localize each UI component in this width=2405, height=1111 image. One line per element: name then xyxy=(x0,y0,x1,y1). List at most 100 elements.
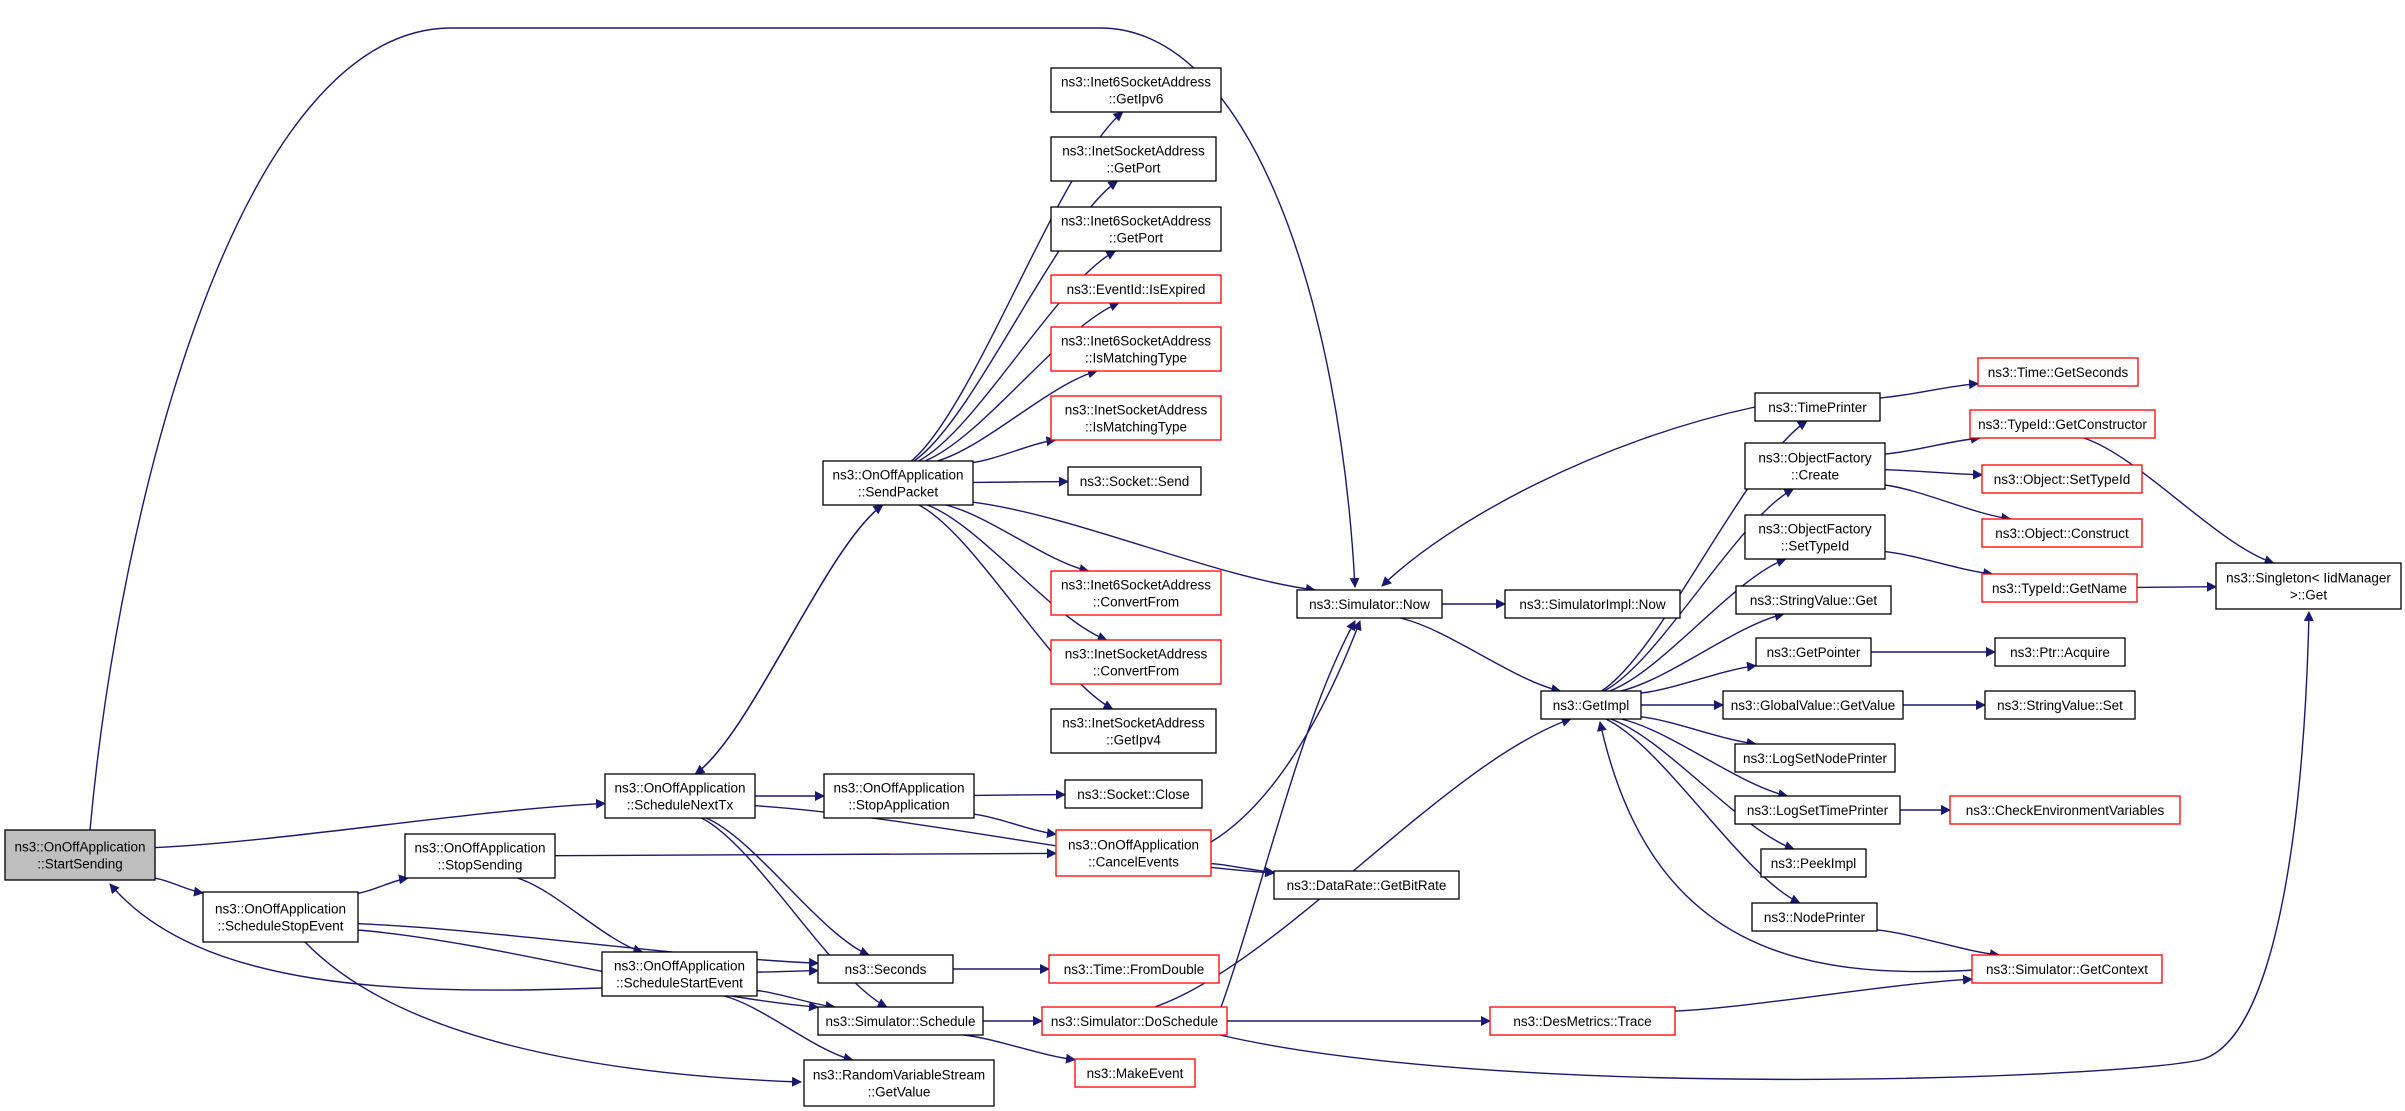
function-node-schedulenexttx[interactable]: ns3::OnOffApplication::ScheduleNextTx xyxy=(604,773,756,819)
call-edge-getimpl-to-logsetnodeprinter xyxy=(1640,716,1757,748)
function-node-inetgetport[interactable]: ns3::InetSocketAddress::GetPort xyxy=(1050,136,1217,182)
node-box xyxy=(1969,409,2156,439)
function-node-simimplnow[interactable]: ns3::SimulatorImpl::Now xyxy=(1504,589,1681,619)
node-label: ::GetIpv4 xyxy=(1106,733,1161,748)
function-node-stringvalueset[interactable]: ns3::StringValue::Set xyxy=(1984,690,2136,720)
node-label: ns3::Seconds xyxy=(845,962,927,977)
node-box xyxy=(1751,902,1878,932)
node-box xyxy=(1994,637,2126,667)
node-box xyxy=(1296,589,1443,619)
node-label: ::IsMatchingType xyxy=(1085,351,1187,366)
function-node-singletonget[interactable]: ns3::Singleton< IidManager >::Get xyxy=(2215,562,2402,610)
call-edge-schedulestopevent-to-stopsending xyxy=(357,874,409,894)
function-node-socketsend[interactable]: ns3::Socket::Send xyxy=(1067,466,1202,496)
function-node-timefromdouble[interactable]: ns3::Time::FromDouble xyxy=(1048,954,1220,984)
call-edge-getimpl-to-peekimpl xyxy=(1610,718,1795,851)
function-node-ptracquire[interactable]: ns3::Ptr::Acquire xyxy=(1994,637,2126,667)
function-node-desmetricstrace[interactable]: ns3::DesMetrics::Trace xyxy=(1489,1006,1676,1036)
node-box xyxy=(1273,870,1460,900)
node-label: ns3::TimePrinter xyxy=(1768,400,1867,415)
function-node-randomgetvalue[interactable]: ns3::RandomVariableStream::GetValue xyxy=(803,1059,995,1107)
function-node-sendpacket[interactable]: ns3::OnOffApplication::SendPacket xyxy=(822,460,974,506)
function-node-inet6getipv6[interactable]: ns3::Inet6SocketAddress::GetIpv6 xyxy=(1050,67,1222,113)
call-edge-objfactorycreate-to-objectsettypeid xyxy=(1884,469,1983,480)
call-edge-sendpacket-to-socketsend xyxy=(972,476,1069,487)
node-label: ::GetValue xyxy=(868,1085,931,1100)
function-node-cancelevents[interactable]: ns3::OnOffApplication::CancelEvents xyxy=(1055,829,1212,877)
call-edge-getimpl-to-getpointer xyxy=(1640,661,1757,694)
call-edge-schedulenexttx-to-seconds xyxy=(705,817,870,957)
function-node-typeidgetname[interactable]: ns3::TypeId::GetName xyxy=(1981,573,2138,603)
function-node-simnow[interactable]: ns3::Simulator::Now xyxy=(1296,589,1443,619)
function-node-timeprinter[interactable]: ns3::TimePrinter xyxy=(1754,392,1881,422)
call-edge-sendpacket-to-inetgetipv4 xyxy=(918,504,1114,710)
function-node-timegetseconds[interactable]: ns3::Time::GetSeconds xyxy=(1977,357,2139,387)
function-node-simschedule[interactable]: ns3::Simulator::Schedule xyxy=(817,1006,984,1036)
call-edge-sendpacket-to-inet6ismatching xyxy=(936,368,1098,462)
function-node-startsending[interactable]: ns3::OnOffApplication::StartSending xyxy=(4,829,156,881)
function-node-inetismatching[interactable]: ns3::InetSocketAddress::IsMatchingType xyxy=(1050,395,1222,441)
function-node-inet6ismatching[interactable]: ns3::Inet6SocketAddress::IsMatchingType xyxy=(1050,326,1222,372)
function-node-simgetcontext[interactable]: ns3::Simulator::GetContext xyxy=(1971,954,2163,984)
function-node-schedulestopevent[interactable]: ns3::OnOffApplication::ScheduleStopEvent xyxy=(202,891,359,943)
function-node-getpointer[interactable]: ns3::GetPointer xyxy=(1755,637,1872,667)
function-node-simdoschedule[interactable]: ns3::Simulator::DoSchedule xyxy=(1041,1006,1228,1036)
node-label: ns3::OnOffApplication xyxy=(414,841,545,856)
function-node-peekimpl[interactable]: ns3::PeekImpl xyxy=(1760,848,1867,878)
function-node-logsettimeprinter[interactable]: ns3::LogSetTimePrinter xyxy=(1734,795,1901,825)
function-node-objfactorycreate[interactable]: ns3::ObjectFactory::Create xyxy=(1744,442,1886,490)
function-node-stopapplication[interactable]: ns3::OnOffApplication::StopApplication xyxy=(823,773,975,819)
function-node-checkenvvars[interactable]: ns3::CheckEnvironmentVariables xyxy=(1949,795,2181,825)
node-box xyxy=(817,1006,984,1036)
node-label: ns3::Ptr::Acquire xyxy=(2010,645,2110,660)
node-box xyxy=(1977,357,2139,387)
call-edge-typeidgetname-to-singletonget xyxy=(2136,581,2217,592)
function-node-objectsettypeid[interactable]: ns3::Object::SetTypeId xyxy=(1981,464,2143,494)
function-node-inet6getport[interactable]: ns3::Inet6SocketAddress::GetPort xyxy=(1050,206,1222,252)
function-node-typeidgetconstructor[interactable]: ns3::TypeId::GetConstructor xyxy=(1969,409,2156,439)
function-node-getimpl[interactable]: ns3::GetImpl xyxy=(1540,690,1642,720)
call-edge-startsending-to-schedulenexttx xyxy=(154,798,606,849)
call-edge-sendpacket-to-inet6getport xyxy=(918,250,1117,462)
node-box xyxy=(1722,690,1904,720)
function-node-schedulestartevent[interactable]: ns3::OnOffApplication::ScheduleStartEven… xyxy=(601,951,758,997)
function-node-globalvaluegetvalue[interactable]: ns3::GlobalValue::GetValue xyxy=(1722,690,1904,720)
function-node-objfactorysettypeid[interactable]: ns3::ObjectFactory::SetTypeId xyxy=(1744,514,1886,560)
function-node-stopsending[interactable]: ns3::OnOffApplication::StopSending xyxy=(404,833,556,879)
function-node-logsetnodeprinter[interactable]: ns3::LogSetNodePrinter xyxy=(1734,743,1896,773)
call-edge-sendpacket-to-simnow xyxy=(972,501,1316,594)
function-node-nodeprinter[interactable]: ns3::NodePrinter xyxy=(1751,902,1878,932)
function-node-datarategetbitrate[interactable]: ns3::DataRate::GetBitRate xyxy=(1273,870,1460,900)
node-label: ::IsMatchingType xyxy=(1085,420,1187,435)
node-box xyxy=(1981,464,2143,494)
node-label: ns3::EventId::IsExpired xyxy=(1067,282,1206,297)
function-node-makeevent[interactable]: ns3::MakeEvent xyxy=(1074,1058,1196,1088)
node-box xyxy=(1540,690,1642,720)
function-node-objectconstruct[interactable]: ns3::Object::Construct xyxy=(1981,518,2143,548)
node-label: ::GetPort xyxy=(1106,161,1160,176)
node-box xyxy=(817,954,954,984)
node-label: ns3::StringValue::Get xyxy=(1750,593,1878,608)
function-node-seconds[interactable]: ns3::Seconds xyxy=(817,954,954,984)
call-edge-objfactorysettypeid-to-typeidgetname xyxy=(1884,550,1994,579)
node-label: ns3::InetSocketAddress xyxy=(1062,144,1205,159)
node-box xyxy=(1981,573,2138,603)
call-edge-schedulenexttx-to-simschedule xyxy=(701,817,888,1008)
function-node-inetconvertfrom[interactable]: ns3::InetSocketAddress::ConvertFrom xyxy=(1050,639,1222,685)
call-edge-cancelevents-to-datarategetbitrate xyxy=(1210,862,1275,877)
function-nodes: ns3::OnOffApplication::StartSendingns3::… xyxy=(4,67,2402,1107)
function-node-socketclose[interactable]: ns3::Socket::Close xyxy=(1064,779,1203,809)
call-edge-desmetricstrace-to-simgetcontext xyxy=(1674,974,1973,1012)
node-box xyxy=(404,833,556,879)
function-node-eventidisexpired[interactable]: ns3::EventId::IsExpired xyxy=(1050,274,1222,304)
function-node-inet6convertfrom[interactable]: ns3::Inet6SocketAddress::ConvertFrom xyxy=(1050,570,1222,616)
node-label: ns3::TypeId::GetConstructor xyxy=(1978,417,2147,432)
node-box xyxy=(823,773,975,819)
function-node-inetgetipv4[interactable]: ns3::InetSocketAddress::GetIpv4 xyxy=(1050,708,1217,754)
call-edge-schedulestopevent-to-seconds xyxy=(357,923,819,968)
node-box xyxy=(1050,708,1217,754)
node-label: ::SendPacket xyxy=(858,485,939,500)
node-label: ns3::Time::FromDouble xyxy=(1064,962,1205,977)
function-node-stringvalueget[interactable]: ns3::StringValue::Get xyxy=(1735,585,1892,615)
